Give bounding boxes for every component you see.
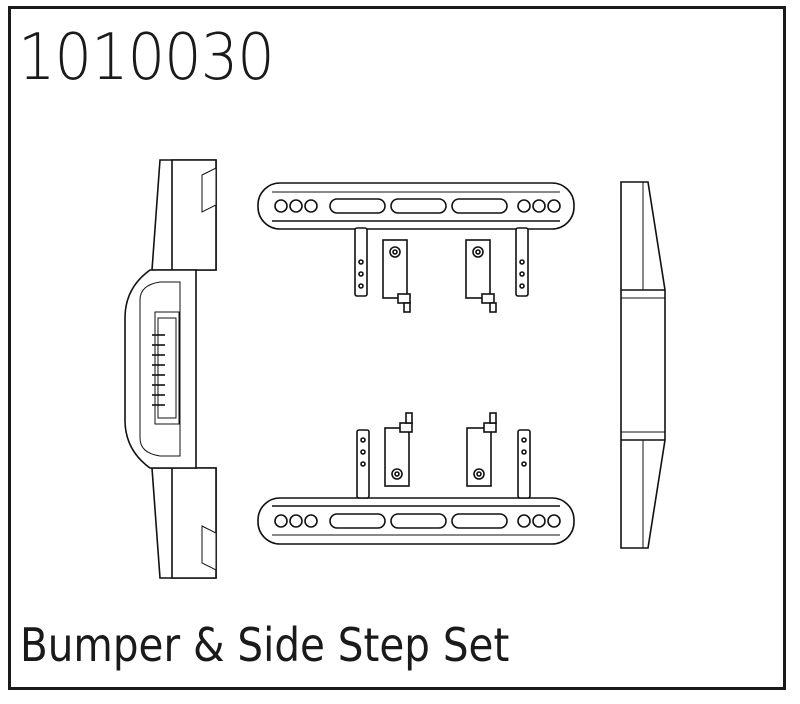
- part-number: 1010030: [18, 21, 275, 95]
- side-step-bottom: [257, 497, 575, 545]
- side-step-top: [257, 182, 575, 230]
- product-name: Bumper & Side Step Set: [20, 618, 510, 672]
- diagram-frame: [8, 6, 786, 690]
- front-bumper: [124, 159, 217, 579]
- brackets-top: [354, 227, 529, 313]
- brackets-bottom: [356, 412, 531, 499]
- rear-bumper: [620, 181, 666, 549]
